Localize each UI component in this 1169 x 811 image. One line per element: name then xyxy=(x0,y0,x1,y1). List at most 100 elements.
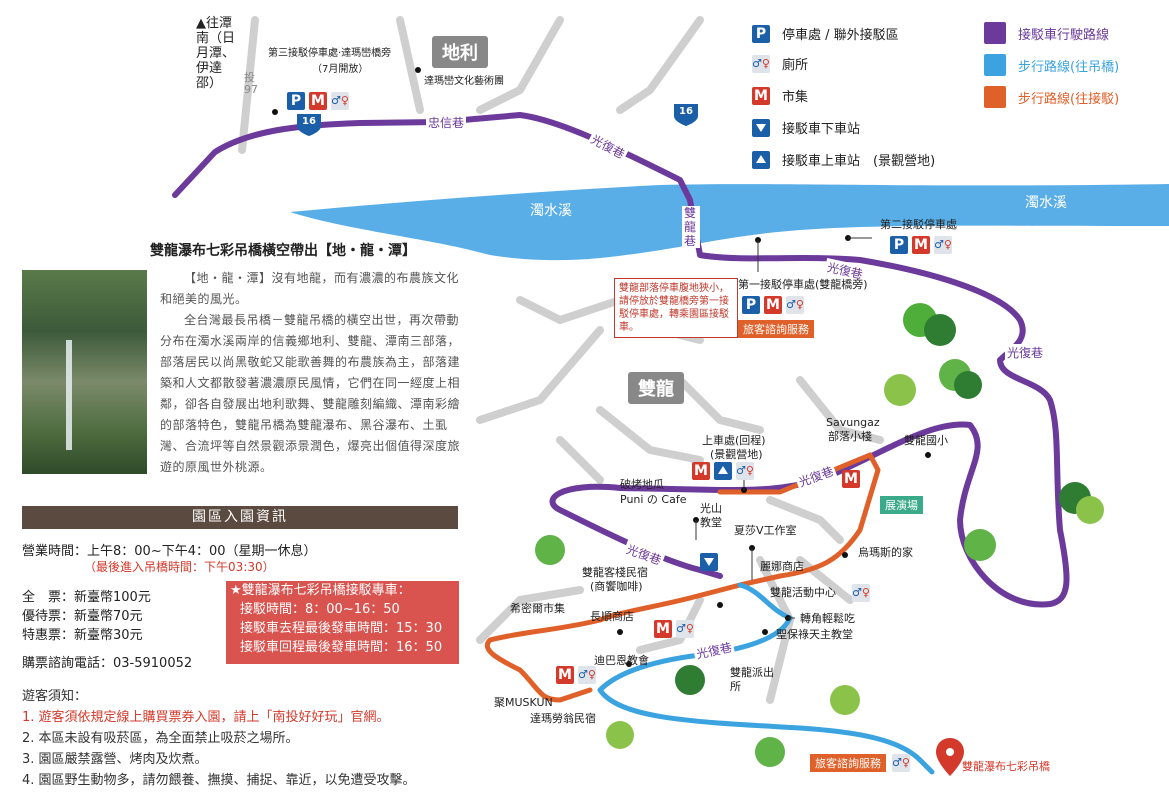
market-icon: M xyxy=(752,86,770,105)
legend-pickup: 接駁車上車站 (景觀營地) xyxy=(752,150,935,169)
hours: 營業時間：上午8：00~下午4：00（星期一休息） xyxy=(22,544,317,559)
river xyxy=(290,184,1169,261)
legend-route-walk: 步行路線(往接駁) xyxy=(984,86,1119,108)
toilet-icon: ♂♀ xyxy=(331,92,349,110)
intro-text: 【地・龍・潭】沒有地龍，而有濃濃的布農族文化和絕美的風光。 全台灣最長吊橋－雙龍… xyxy=(160,268,460,478)
toilet-icon: ♂♀ xyxy=(934,236,952,254)
direction-text: 往潭南（日月潭、伊達邵） xyxy=(196,16,236,91)
place-p3-note: （7月開放） xyxy=(312,64,369,75)
place-youbaen: 迪巴恩教會 xyxy=(594,654,649,667)
area-label-shuanglong: 雙龍 xyxy=(628,372,684,404)
north-arrow-icon: ▲ xyxy=(196,16,206,31)
parking-icon: P xyxy=(742,296,760,314)
place-p3: 第三接駁停車處·達瑪巒橋旁 xyxy=(268,48,392,59)
route97-label: 投97 xyxy=(244,71,258,96)
place-market: 希密爾市集 xyxy=(510,602,565,615)
market-icon: M xyxy=(556,666,574,684)
place-damanong: 達瑪勞翁民宿 xyxy=(530,712,596,725)
parking-icon: P xyxy=(287,92,305,110)
place-homestay-sub: (商饗咖啡) xyxy=(590,580,643,593)
place-school: 雙龍國小 xyxy=(904,434,948,447)
place-ujs-home: 烏瑪斯的家 xyxy=(858,546,913,559)
legend-label: 停車處 / 聯外接駁區 xyxy=(782,28,899,43)
place-p2: 第二接駁停車處 xyxy=(880,218,957,231)
legend-label: 廁所 xyxy=(782,58,809,73)
place-homestay: 雙龍客棧民宿 xyxy=(582,566,648,579)
shuttle-back: 接駁車回程最後發車時間：16：50 xyxy=(240,640,443,655)
toilet-icon: ♂♀ xyxy=(676,620,694,638)
bridge-pin-icon xyxy=(936,738,964,776)
notice: 遊客須知： 1. 遊客須依規定線上購買票券入園，請上「南投好好玩」官網。 2. … xyxy=(22,686,416,791)
place-pickup: 上車處(回程) xyxy=(702,434,766,447)
market-icon: M xyxy=(309,92,327,110)
parking-icon: P xyxy=(890,236,908,254)
market-icon: M xyxy=(842,470,860,488)
route16-shield-1 xyxy=(297,114,321,136)
special-ticket: 特惠票：新臺幣30元 xyxy=(22,628,143,643)
place-savungaz: Savungaz xyxy=(826,416,880,429)
direction-label: ▲往潭南（日月潭、伊達邵） xyxy=(196,16,238,91)
legend-label: 市集 xyxy=(782,90,809,105)
place-muskun: 聚MUSKUN xyxy=(494,696,553,709)
notice-item-2: 2. 本區未設有吸菸區，為全面禁止吸菸之場所。 xyxy=(22,731,299,746)
place-xiaosha: 夏莎V工作室 xyxy=(734,524,797,537)
phone: 購票諮詢電話：03-5910052 xyxy=(22,656,193,671)
pickup-icon xyxy=(752,150,770,169)
discount-ticket: 優待票：新臺幣70元 xyxy=(22,609,143,624)
market-icon: M xyxy=(654,620,672,638)
notice-item-3: 3. 園區嚴禁露營、烤肉及炊煮。 xyxy=(22,752,208,767)
shuttle-out: 接駁車去程最後發車時間：15：30 xyxy=(240,621,443,636)
parking-note-box: 雙龍部落停車腹地狹小，請停放於雙龍橋旁第一接駁停車處，轉乘園區接駁車。 xyxy=(614,278,738,338)
legend-label: 接駁車下車站 xyxy=(782,122,861,137)
park-info-bar: 園區入園資訊 xyxy=(22,506,458,529)
market-icon: M xyxy=(764,296,782,314)
dropoff-icon xyxy=(700,553,718,571)
legend-label: 接駁車上車站 (景觀營地) xyxy=(782,154,936,169)
legend-route-label: 接駁車行駛路線 xyxy=(1018,27,1110,43)
legend-route-bridge: 步行路線(往吊橋) xyxy=(984,54,1119,76)
toilet-icon: ♂♀ xyxy=(892,754,910,772)
waterfall-photo xyxy=(22,270,147,474)
toilet-icon: ♂♀ xyxy=(736,462,754,480)
activity-toilet: ♂♀ xyxy=(852,584,870,602)
shuttle-box: ★雙龍瀑布七彩吊橋接駁專車： 接駁時間：8：00~16：50 接駁車去程最後發車… xyxy=(226,581,459,664)
stream-label-right: 濁水溪 xyxy=(1025,195,1067,211)
shuttle-title: ★雙龍瀑布七彩吊橋接駁專車： xyxy=(230,583,411,598)
tourist-service-tag-1: 旅客諮詢服務 xyxy=(738,320,814,338)
pickup-icons: M ♂♀ xyxy=(692,462,754,480)
pickup-icon xyxy=(714,462,732,480)
notice-item-4: 4. 園區野生動物多，請勿餵養、撫摸、捕捉、靠近，以免遭受攻擊。 xyxy=(22,773,416,788)
legend-dropoff: 接駁車下車站 xyxy=(752,118,860,137)
notice-title: 遊客須知： xyxy=(22,689,88,704)
legend-toilet: ♂♀廁所 xyxy=(752,54,808,73)
place-church1: 教堂 xyxy=(700,516,722,529)
route16-shield-2 xyxy=(674,104,698,126)
changshun-icons: M ♂♀ xyxy=(654,620,694,638)
p2-icons: P M ♂♀ xyxy=(890,236,952,254)
place-activity-center: 雙龍活動中心 xyxy=(770,586,836,599)
shuttle-time: 接駁時間：8：00~16：50 xyxy=(240,602,400,617)
road-label-shuanglong: 雙龍巷 xyxy=(682,206,700,248)
place-art-gallery: 達瑪巒文化藝術團 xyxy=(424,76,504,87)
dropoff-icon xyxy=(752,118,770,137)
legend-route-shuttle: 接駁車行駛路線 xyxy=(984,22,1109,44)
legend-route-label: 步行路線(往接駁) xyxy=(1018,91,1120,107)
full-ticket: 全 票：新臺幣100元 xyxy=(22,590,151,605)
intro-paragraph-2: 全台灣最長吊橋－雙龍吊橋的橫空出世，再次帶動分布在濁水溪兩岸的信義鄉地利、雙龍、… xyxy=(160,313,461,474)
place-pickup-sub: (景觀營地) xyxy=(710,448,763,461)
info-title: 雙龍瀑布七彩吊橋橫空帶出【地・龍・潭】 xyxy=(150,243,416,259)
place-p1: 第一接駁停車處(雙龍橋旁) xyxy=(738,278,868,291)
last-entry: （最後進入吊橋時間：下午03:30） xyxy=(84,560,275,574)
dropoff-icons xyxy=(700,553,718,571)
market-icon: M xyxy=(912,236,930,254)
place-snack: 轉角輕鬆吃 xyxy=(800,612,855,625)
route-swatch xyxy=(984,54,1006,76)
place-changshun: 長順商店 xyxy=(590,610,634,623)
intro-paragraph-1: 【地・龍・潭】沒有地龍，而有濃濃的布農族文化和絕美的風光。 xyxy=(160,271,460,306)
place-holy-church: 聖保祿天主教堂 xyxy=(776,628,853,641)
muskun-icons: M ♂♀ xyxy=(556,666,596,684)
route-swatch xyxy=(984,86,1006,108)
place-village-small: 部落小棧 xyxy=(828,430,872,443)
